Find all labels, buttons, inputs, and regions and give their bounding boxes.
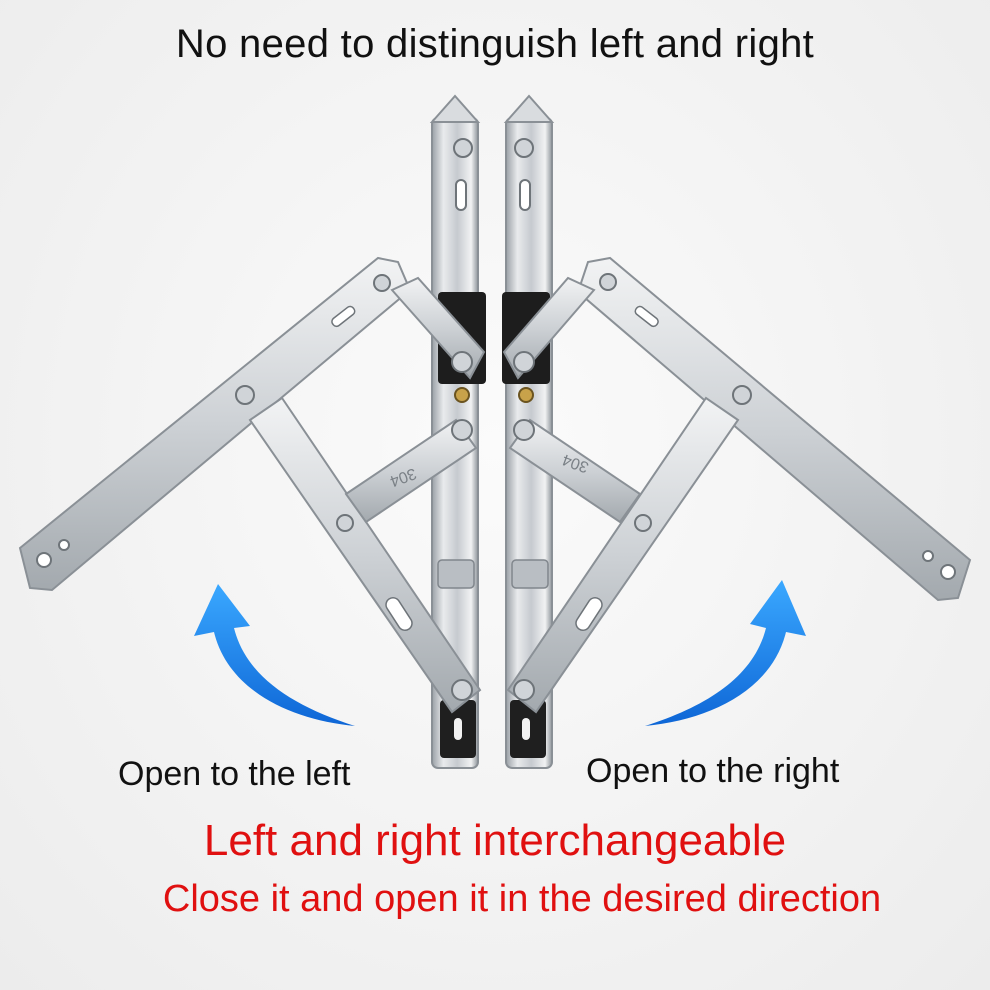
- curved-arrow-up-right-icon: [645, 580, 806, 726]
- red-subline: Close it and open it in the desired dire…: [162, 878, 882, 920]
- caption-open-right: Open to the right: [586, 752, 840, 790]
- left-cross-bar: 304: [344, 418, 478, 524]
- caption-open-left: Open to the left: [118, 755, 351, 793]
- right-brace-arm: [506, 396, 740, 714]
- page-title: No need to distinguish left and right: [175, 22, 815, 66]
- curved-arrow-up-left-icon: [194, 584, 355, 726]
- left-hinge: 304: [18, 94, 486, 769]
- right-hinge: 304: [502, 94, 972, 769]
- left-brace-arm: [248, 396, 482, 714]
- red-headline: Left and right interchangeable: [203, 816, 787, 865]
- right-cross-bar: 304: [508, 418, 642, 524]
